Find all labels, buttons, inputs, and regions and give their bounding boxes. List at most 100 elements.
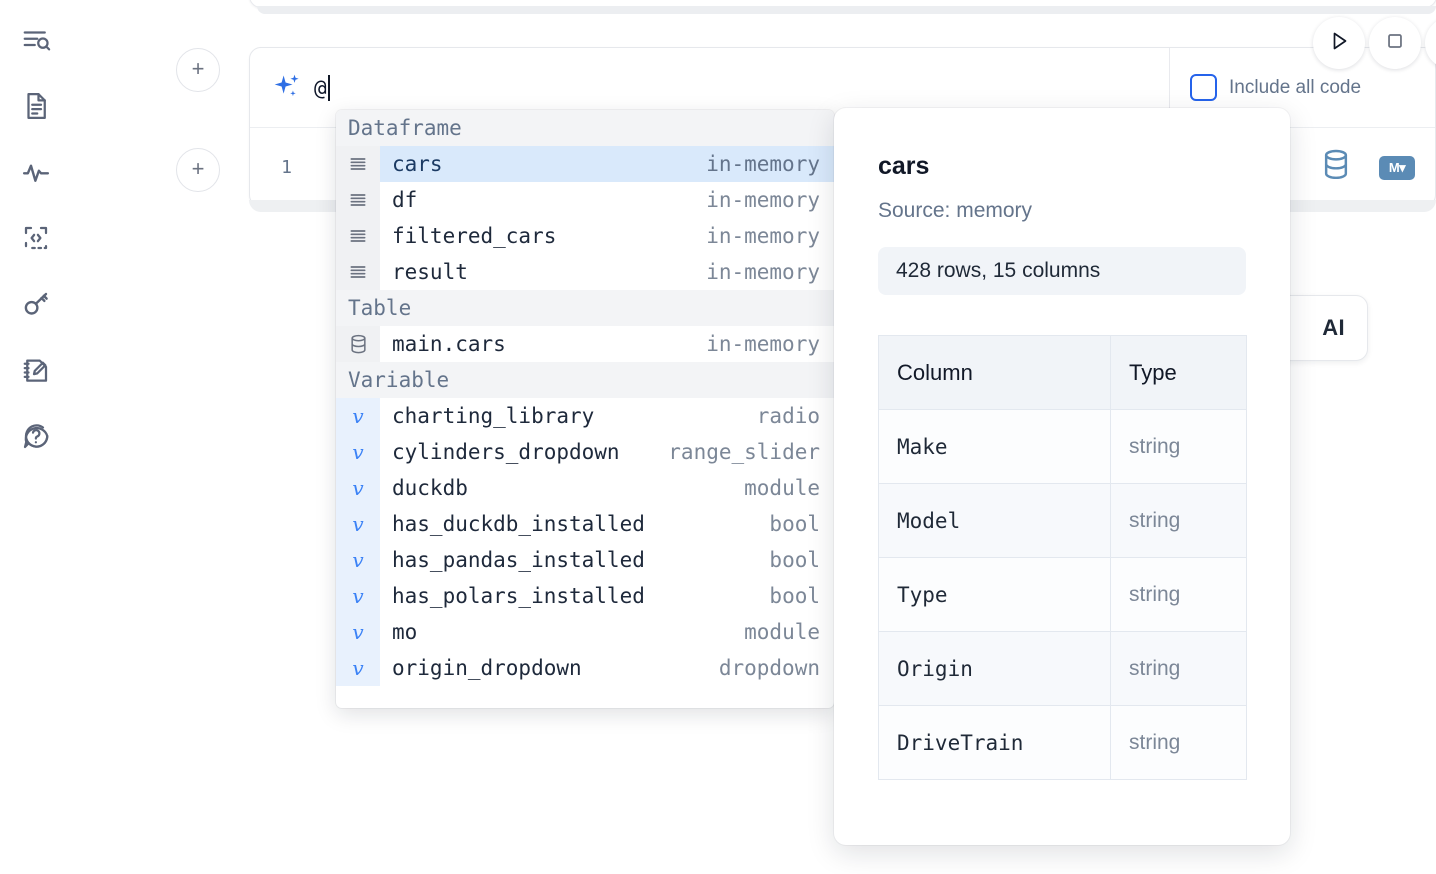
- dataframe-detail-popover: cars Source: memory 428 rows, 15 columns…: [834, 108, 1290, 845]
- autocomplete-item[interactable]: result in-memory: [336, 254, 834, 290]
- autocomplete-item[interactable]: filtered_cars in-memory: [336, 218, 834, 254]
- autocomplete-item[interactable]: v has_polars_installed bool: [336, 578, 834, 614]
- header-type: Type: [1110, 335, 1247, 410]
- variable-icon: v: [336, 434, 380, 470]
- include-all-code-label: Include all code: [1229, 76, 1362, 98]
- header-column: Column: [878, 335, 1111, 410]
- include-all-code-checkbox[interactable]: [1190, 74, 1217, 101]
- autocomplete-item-name: has_polars_installed: [392, 584, 645, 608]
- play-icon: [1327, 29, 1351, 58]
- autocomplete-item-type: in-memory: [706, 224, 820, 248]
- sidebar-item-explore[interactable]: [14, 18, 58, 62]
- autocomplete-item-type: bool: [769, 584, 820, 608]
- add-cell-above-button[interactable]: +: [176, 48, 220, 92]
- autocomplete-item-name: df: [392, 188, 418, 212]
- sidebar-item-snippets[interactable]: [14, 216, 58, 260]
- include-all-code-group: Include all code: [1169, 48, 1435, 127]
- document-icon: [21, 91, 51, 121]
- variable-icon: v: [336, 614, 380, 650]
- table-header-row: Column Type: [878, 335, 1247, 410]
- ai-prompt-row: @ Include all code: [250, 48, 1435, 127]
- dataframe-icon: [336, 254, 380, 290]
- dataframe-icon: [336, 182, 380, 218]
- autocomplete-item-type: in-memory: [706, 332, 820, 356]
- variable-icon: v: [336, 650, 380, 686]
- cell-column-name: Make: [878, 409, 1111, 484]
- cell-column-type: string: [1110, 483, 1247, 558]
- ai-prompt-value: @: [314, 75, 327, 100]
- stop-button[interactable]: [1369, 17, 1421, 69]
- autocomplete-item[interactable]: v cylinders_dropdown range_slider: [336, 434, 834, 470]
- autocomplete-item[interactable]: v origin_dropdown dropdown: [336, 650, 834, 686]
- autocomplete-item-type: in-memory: [706, 260, 820, 284]
- cell-column-type: string: [1110, 409, 1247, 484]
- autocomplete-item-name: filtered_cars: [392, 224, 557, 248]
- autocomplete-item-name: duckdb: [392, 476, 468, 500]
- help-icon: [21, 421, 51, 451]
- autocomplete-item-type: range_slider: [668, 440, 820, 464]
- sidebar-item-help[interactable]: [14, 414, 58, 458]
- code-brackets-icon: [21, 223, 51, 253]
- autocomplete-item-name: charting_library: [392, 404, 595, 428]
- autocomplete-item-name: mo: [392, 620, 418, 644]
- autocomplete-item-name: origin_dropdown: [392, 656, 582, 680]
- autocomplete-item-name: cars: [392, 152, 443, 176]
- sidebar-item-activity[interactable]: [14, 150, 58, 194]
- previous-cell-footer: [257, 6, 1436, 14]
- variable-icon: v: [336, 470, 380, 506]
- autocomplete-item-name: result: [392, 260, 468, 284]
- line-number: 1: [281, 157, 292, 178]
- autocomplete-item-type: bool: [769, 548, 820, 572]
- sidebar-item-notebook[interactable]: [14, 84, 58, 128]
- key-icon: [21, 289, 51, 319]
- markdown-icon[interactable]: M▾: [1379, 155, 1415, 180]
- cell-column-name: Model: [878, 483, 1111, 558]
- database-icon[interactable]: [1321, 149, 1351, 186]
- scratchpad-edit-icon: [21, 355, 51, 385]
- autocomplete-item-type: in-memory: [706, 152, 820, 176]
- sidebar-item-secrets[interactable]: [14, 282, 58, 326]
- autocomplete-item[interactable]: cars in-memory: [336, 146, 834, 182]
- database-icon: [336, 326, 380, 362]
- variable-icon: v: [336, 506, 380, 542]
- autocomplete-item[interactable]: v charting_library radio: [336, 398, 834, 434]
- dataframe-icon: [336, 146, 380, 182]
- autocomplete-item-type: dropdown: [718, 656, 820, 680]
- cell-column-name: DriveTrain: [878, 705, 1111, 780]
- generate-with-ai-label: AI: [1322, 315, 1345, 340]
- autocomplete-item-type: radio: [756, 404, 820, 428]
- code-editor-row: 1 M▾: [250, 128, 1435, 207]
- autocomplete-item-name: has_duckdb_installed: [392, 512, 645, 536]
- activity-icon: [21, 157, 51, 187]
- explore-icon: [21, 25, 51, 55]
- autocomplete-item-type: module: [744, 620, 820, 644]
- sparkle-icon: [270, 71, 304, 105]
- sidebar-item-scratchpad[interactable]: [14, 348, 58, 392]
- cell-column-name: Origin: [878, 631, 1111, 706]
- variable-icon: v: [336, 578, 380, 614]
- add-cell-below-button[interactable]: +: [176, 148, 220, 192]
- detail-title: cars: [878, 152, 930, 180]
- more-actions-button[interactable]: [1425, 17, 1436, 69]
- cell-column-type: string: [1110, 631, 1247, 706]
- autocomplete-item-type: module: [744, 476, 820, 500]
- variable-icon: v: [336, 398, 380, 434]
- detail-shape-badge: 428 rows, 15 columns: [878, 247, 1246, 295]
- ai-prompt-input[interactable]: @: [314, 68, 1435, 108]
- autocomplete-item-name: cylinders_dropdown: [392, 440, 620, 464]
- run-button[interactable]: [1313, 17, 1365, 69]
- markdown-badge-label: M: [1388, 160, 1400, 175]
- autocomplete-item-name: has_pandas_installed: [392, 548, 645, 572]
- cell-column-name: Type: [878, 557, 1111, 632]
